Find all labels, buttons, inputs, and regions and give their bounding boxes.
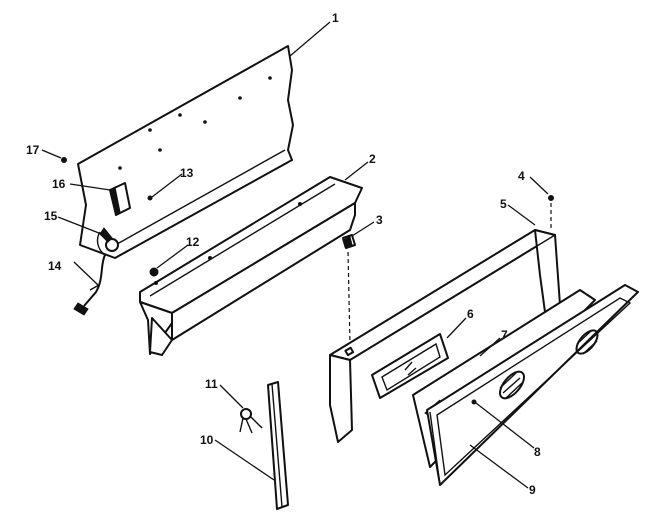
callout-17: 17 bbox=[26, 143, 40, 157]
callout-15: 15 bbox=[44, 209, 58, 223]
callout-14: 14 bbox=[48, 259, 62, 273]
part-1-back-panel bbox=[77, 45, 294, 259]
part-2-channel bbox=[139, 176, 363, 356]
callout-8: 8 bbox=[534, 445, 541, 459]
callout-7: 7 bbox=[501, 328, 508, 342]
part-10-trim-strip bbox=[267, 381, 289, 510]
part-3-clip bbox=[342, 234, 356, 249]
part-11-switch bbox=[239, 408, 263, 434]
part-5-control-panel bbox=[329, 229, 561, 443]
callout-labels: 1 2 3 4 5 6 7 8 9 10 11 12 13 14 15 16 1… bbox=[26, 11, 541, 497]
part-6-bezel bbox=[371, 333, 449, 399]
part-9-glass-panel bbox=[426, 284, 639, 486]
callout-9: 9 bbox=[529, 483, 536, 497]
part-17-screw bbox=[61, 157, 67, 163]
part-4-screw bbox=[548, 195, 554, 228]
part-15-lamp-socket bbox=[96, 227, 119, 256]
callout-1: 1 bbox=[332, 11, 339, 25]
callout-16: 16 bbox=[52, 177, 66, 191]
part-14-wire-harness bbox=[73, 254, 106, 316]
part-12-nut bbox=[149, 267, 159, 277]
alignment-line-3 bbox=[347, 251, 351, 346]
callout-6: 6 bbox=[467, 307, 474, 321]
leader-lines bbox=[41, 21, 549, 489]
callout-11: 11 bbox=[205, 377, 218, 391]
part-13-screw bbox=[147, 195, 153, 201]
callout-13: 13 bbox=[180, 166, 194, 180]
callout-3: 3 bbox=[376, 213, 383, 227]
part-16-bracket bbox=[109, 182, 131, 216]
callout-12: 12 bbox=[186, 235, 200, 249]
callout-5: 5 bbox=[500, 197, 507, 211]
callout-2: 2 bbox=[369, 152, 376, 166]
callout-4: 4 bbox=[518, 169, 525, 183]
callout-10: 10 bbox=[200, 433, 214, 447]
